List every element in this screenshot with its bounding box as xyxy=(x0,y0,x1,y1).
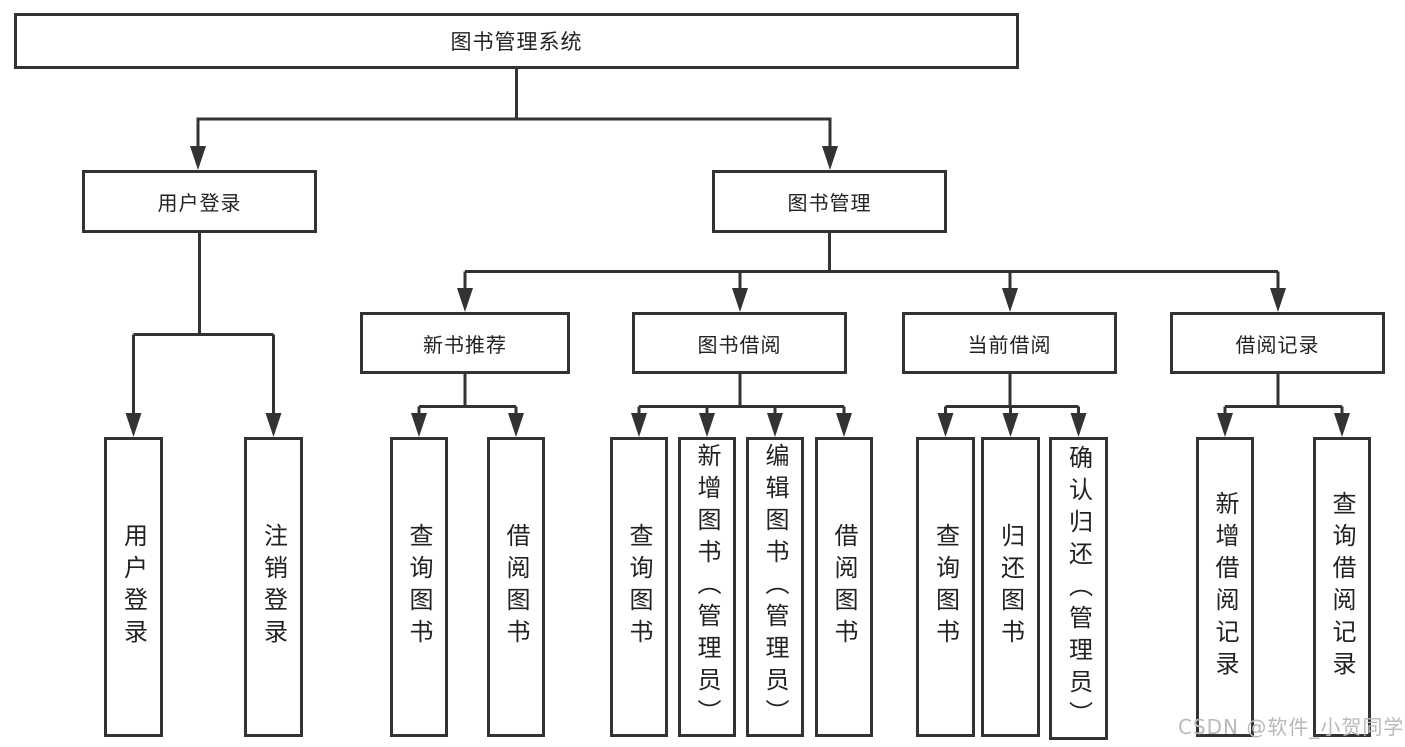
node-borrow-records: 借阅记录 xyxy=(1170,312,1385,374)
leaf-records-query-record: 查询借阅记录 xyxy=(1313,437,1371,737)
connector-borrow-to-children xyxy=(631,374,852,437)
connector-records-to-children xyxy=(1217,374,1350,437)
connector-user-login-to-children xyxy=(125,232,282,437)
connector-current-to-children xyxy=(937,374,1087,437)
node-user-login: 用户登录 xyxy=(82,170,317,233)
leaf-current-query-books: 查询图书 xyxy=(916,437,975,737)
node-root-library-system: 图书管理系统 xyxy=(14,13,1019,69)
connector-root-to-level2 xyxy=(190,68,838,170)
leaf-logout: 注销登录 xyxy=(244,437,303,737)
leaf-records-add-record: 新增借阅记录 xyxy=(1196,437,1254,737)
csdn-watermark: CSDN @软件_小贺同学 xyxy=(1178,715,1405,739)
leaf-current-confirm-return-admin: 确认归还（管理员） xyxy=(1049,437,1108,740)
node-book-management: 图书管理 xyxy=(712,170,947,233)
leaf-newbook-borrow-books: 借阅图书 xyxy=(487,437,545,737)
node-new-book-recommend: 新书推荐 xyxy=(360,312,570,374)
leaf-borrow-add-books-admin: 新增图书（管理员） xyxy=(678,437,736,737)
leaf-borrow-query-books: 查询图书 xyxy=(610,437,668,737)
connector-newbook-to-children xyxy=(411,374,524,437)
leaf-current-return-books: 归还图书 xyxy=(981,437,1040,737)
node-book-borrow: 图书借阅 xyxy=(632,312,847,374)
leaf-user-login: 用户登录 xyxy=(104,437,163,737)
connector-book-mgmt-to-level3 xyxy=(457,233,1286,312)
node-current-borrow: 当前借阅 xyxy=(902,312,1117,374)
leaf-borrow-edit-books-admin: 编辑图书（管理员） xyxy=(746,437,804,737)
leaf-borrow-borrow-books: 借阅图书 xyxy=(815,437,873,737)
leaf-newbook-query-books: 查询图书 xyxy=(390,437,448,737)
